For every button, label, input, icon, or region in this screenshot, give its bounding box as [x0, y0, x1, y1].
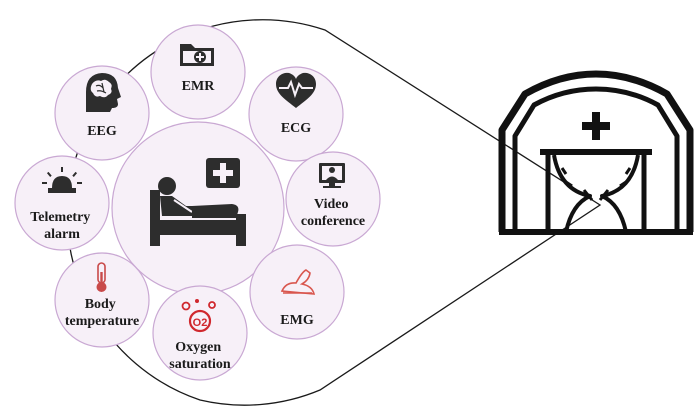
- node-ecg: ECG: [248, 66, 344, 162]
- node-eeg: EEG: [54, 65, 150, 161]
- patient-bed-icon: [150, 158, 246, 246]
- node-body-temperature: Body temperature: [54, 252, 150, 348]
- thermometer-icon: [96, 262, 107, 292]
- node-telemetry-alarm: Telemetry alarm: [14, 155, 110, 251]
- node-oxygen-saturation: O2 Oxygen saturation: [152, 285, 248, 381]
- node-label-emr: EMR: [182, 79, 216, 94]
- node-label-video-conference: Video conference: [301, 197, 365, 229]
- head-brain-icon: [86, 73, 121, 112]
- patient-hub: [111, 121, 285, 295]
- node-label-telemetry-alarm: Telemetry alarm: [30, 210, 94, 242]
- video-conference-icon: [319, 163, 345, 188]
- siren-icon: [42, 167, 82, 193]
- node-video-conference: Video conference: [285, 151, 381, 247]
- svg-text:O2: O2: [193, 317, 208, 329]
- node-label-oxygen-saturation: Oxygen saturation: [169, 340, 231, 372]
- node-label-body-temperature: Body temperature: [65, 297, 139, 329]
- heart-pulse-icon: [276, 72, 316, 108]
- node-emr: EMR: [150, 24, 246, 120]
- flexed-arm-icon: [280, 269, 316, 295]
- o2-molecule-icon: O2: [181, 299, 216, 333]
- node-label-eeg: EEG: [87, 124, 117, 139]
- node-label-ecg: ECG: [281, 121, 311, 136]
- folder-plus-icon: [180, 44, 214, 66]
- node-label-emg: EMG: [280, 313, 314, 328]
- node-emg: EMG: [249, 244, 345, 340]
- field-hospital-tent-icon: [498, 70, 694, 235]
